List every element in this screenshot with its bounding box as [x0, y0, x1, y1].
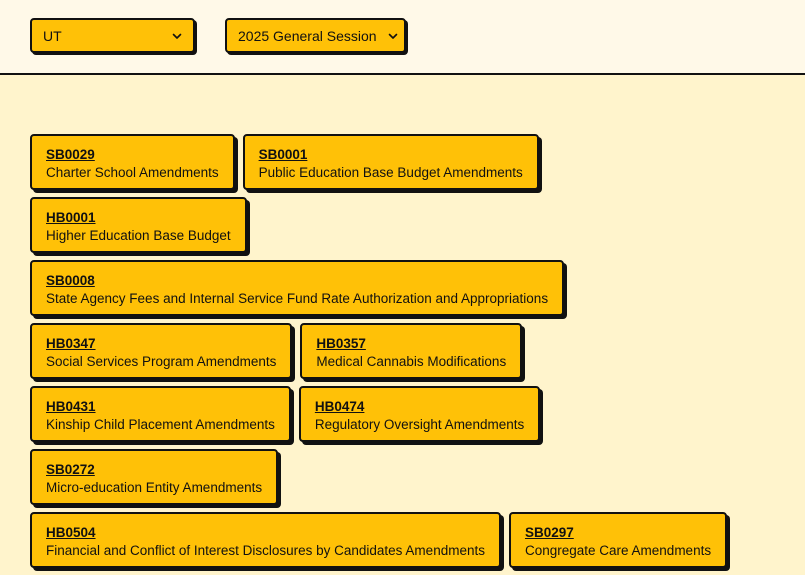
bill-card[interactable]: SB0029 Charter School Amendments — [30, 134, 235, 190]
bill-row: HB0431 Kinship Child Placement Amendment… — [30, 386, 790, 442]
bill-row: HB0001 Higher Education Base Budget — [30, 197, 790, 253]
bill-code-link[interactable]: SB0001 — [258, 147, 308, 162]
bill-title: Charter School Amendments — [46, 165, 219, 180]
chevron-down-icon — [171, 30, 183, 42]
bill-card[interactable]: HB0431 Kinship Child Placement Amendment… — [30, 386, 291, 442]
bill-card[interactable]: SB0001 Public Education Base Budget Amen… — [242, 134, 539, 190]
bill-title: Social Services Program Amendments — [46, 354, 277, 369]
state-select-value: UT — [43, 27, 62, 44]
session-select[interactable]: 2025 General Session — [225, 18, 406, 53]
bill-row: SB0272 Micro-education Entity Amendments — [30, 449, 790, 505]
session-select-value: 2025 General Session — [238, 27, 377, 44]
bill-code-link[interactable]: SB0008 — [46, 273, 95, 288]
bill-card[interactable]: SB0008 State Agency Fees and Internal Se… — [30, 260, 565, 316]
bill-card[interactable]: HB0504 Financial and Conflict of Interes… — [30, 512, 501, 568]
state-select[interactable]: UT — [30, 18, 195, 53]
filter-header: UT 2025 General Session — [0, 0, 805, 75]
bill-code-link[interactable]: HB0357 — [316, 336, 366, 351]
bill-title: Financial and Conflict of Interest Discl… — [46, 543, 485, 558]
bill-list: SB0029 Charter School Amendments SB0001 … — [30, 134, 790, 575]
bill-title: State Agency Fees and Internal Service F… — [46, 291, 549, 306]
bill-title: Regulatory Oversight Amendments — [314, 417, 525, 432]
bill-code-link[interactable]: HB0504 — [46, 525, 96, 540]
bill-row: HB0504 Financial and Conflict of Interes… — [30, 512, 790, 568]
chevron-down-icon — [387, 30, 399, 42]
bill-code-link[interactable]: SB0297 — [524, 525, 574, 540]
bill-code-link[interactable]: HB0474 — [314, 399, 365, 414]
bill-title: Public Education Base Budget Amendments — [258, 165, 523, 180]
bill-card[interactable]: HB0347 Social Services Program Amendment… — [30, 323, 293, 379]
bill-code-link[interactable]: SB0029 — [46, 147, 95, 162]
bill-title: Medical Cannabis Modifications — [316, 354, 507, 369]
bill-title: Congregate Care Amendments — [524, 543, 712, 558]
bill-title: Higher Education Base Budget — [46, 228, 231, 243]
bill-card[interactable]: HB0357 Medical Cannabis Modifications — [300, 323, 523, 379]
bill-code-link[interactable]: HB0431 — [46, 399, 96, 414]
bill-card[interactable]: HB0001 Higher Education Base Budget — [30, 197, 247, 253]
bill-title: Kinship Child Placement Amendments — [46, 417, 275, 432]
bill-row: SB0029 Charter School Amendments SB0001 … — [30, 134, 790, 190]
bill-code-link[interactable]: HB0347 — [46, 336, 96, 351]
bill-title: Micro-education Entity Amendments — [46, 480, 263, 495]
bill-row: HB0347 Social Services Program Amendment… — [30, 323, 790, 379]
bill-card[interactable]: SB0297 Congregate Care Amendments — [508, 512, 728, 568]
bill-card[interactable]: SB0272 Micro-education Entity Amendments — [30, 449, 279, 505]
bill-card[interactable]: HB0474 Regulatory Oversight Amendments — [298, 386, 541, 442]
bill-code-link[interactable]: HB0001 — [46, 210, 96, 225]
bill-row: SB0008 State Agency Fees and Internal Se… — [30, 260, 790, 316]
bill-code-link[interactable]: SB0272 — [46, 462, 95, 477]
